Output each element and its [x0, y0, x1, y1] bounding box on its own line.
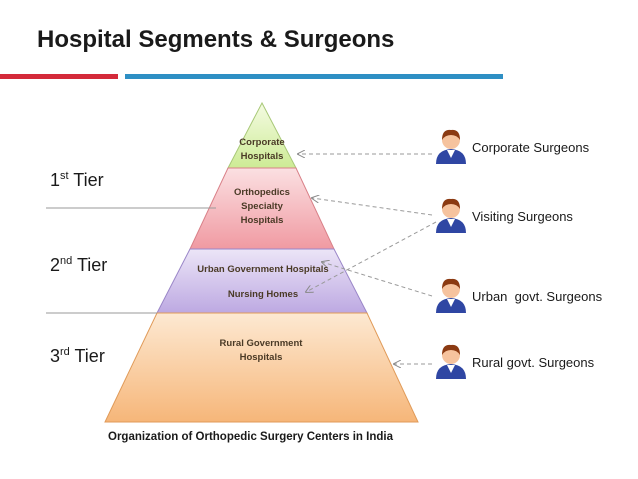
title-rule-red [0, 74, 118, 79]
segment-label-urban: Urban Government Hospitals [197, 264, 329, 275]
connector-visiting-ortho [312, 198, 433, 216]
surgeon-label-corporate: Corporate Surgeons [472, 140, 590, 155]
segment-label-nursing: Nursing Homes [227, 289, 299, 300]
person-icon [436, 198, 466, 233]
segment-label-rural: Rural Government Hospitals [219, 338, 303, 363]
segment-label-orthopedics: Orthopedics Specialty Hospitals [234, 187, 290, 226]
surgeon-label-visiting: Visiting Surgeons [472, 209, 573, 224]
tier-label-2: 2nd Tier [50, 255, 108, 275]
page-title: Hospital Segments & Surgeons [37, 26, 395, 53]
pyramid-caption: Organization of Orthopedic Surgery Cente… [108, 431, 393, 443]
person-icon [436, 278, 466, 313]
segment-label-corporate: Corporate Hospitals [239, 137, 285, 162]
tier-label-3: 3rd Tier [50, 346, 105, 366]
person-icon [436, 344, 466, 379]
connector-urban [322, 262, 433, 297]
connector-visiting-urban [306, 221, 437, 292]
segment-rural [104, 312, 419, 423]
surgeon-label-rural: Rural govt. Surgeons [472, 355, 595, 370]
title-rule-blue [125, 74, 503, 79]
tier-label-1: 1st Tier [50, 170, 104, 190]
segment-urban [156, 248, 368, 314]
person-icon [436, 129, 466, 164]
surgeon-label-urban: Urban govt. Surgeons [472, 289, 603, 304]
